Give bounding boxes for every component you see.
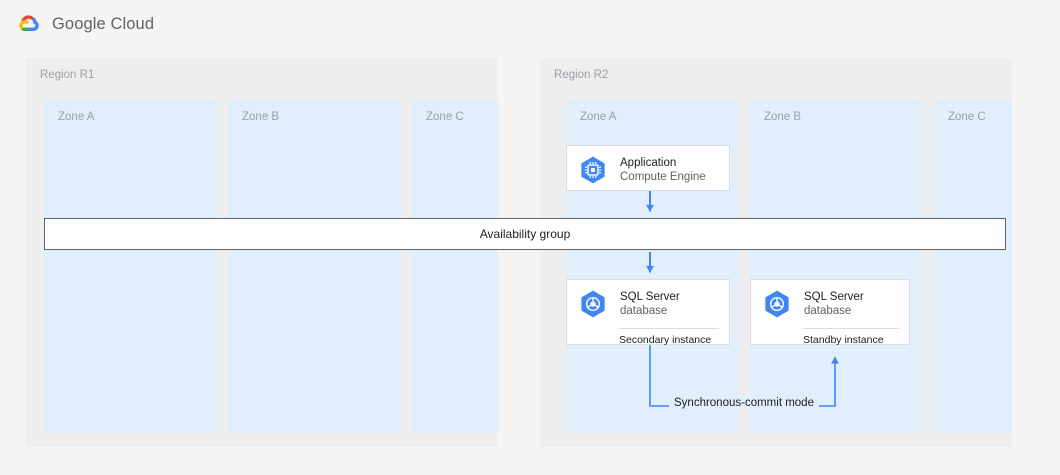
node-secondary-db-subtitle: database [620,305,668,317]
node-standby-db[interactable]: SQL Server database Standby instance [750,279,910,346]
node-standby-db-texts: SQL Server database [804,290,864,318]
node-standby-db-row: SQL Server database [751,280,909,328]
region-r1-label: Region R1 [40,69,95,81]
node-application-title: Application [620,157,677,169]
node-secondary-db-title: SQL Server [620,291,680,303]
node-application-subtitle: Compute Engine [620,171,706,183]
region-r2-zone-c-label: Zone C [948,111,986,123]
node-standby-db-subtitle: database [804,305,852,317]
node-secondary-db-texts: SQL Server database [620,290,680,318]
region-r2-zone-b-label: Zone B [764,111,802,123]
region-r1-zone-c: Zone C [412,100,498,433]
node-application-row: Application Compute Engine [567,146,729,194]
region-r2-zone-c: Zone C [934,100,1012,433]
connector-label-synchronous-commit-mode: Synchronous-commit mode [669,397,819,409]
region-r1-zone-b: Zone B [228,100,400,433]
region-r1-zone-a-label: Zone A [58,111,95,123]
node-standby-db-title: SQL Server [804,291,864,303]
availability-group-bar: Availability group [44,218,1006,250]
region-r2-label: Region R2 [554,69,609,81]
region-r2-zone-b: Zone B [750,100,922,433]
brand: Google Cloud [16,11,154,37]
node-standby-db-footer: Standby instance [803,328,899,352]
node-secondary-db-footer: Secondary instance [619,328,719,352]
google-cloud-logo-icon [19,15,39,32]
sql-server-icon [581,290,605,318]
region-r1-zone-b-label: Zone B [242,111,280,123]
page-header: Google Cloud [0,0,1060,48]
availability-group-label: Availability group [479,227,571,241]
compute-engine-icon [581,156,605,184]
region-r1-zone-a: Zone A [44,100,216,433]
region-r2-zone-a-label: Zone A [580,111,617,123]
node-secondary-db[interactable]: SQL Server database Secondary instance [566,279,730,346]
region-r1-zone-c-label: Zone C [426,111,464,123]
brand-name: Google Cloud [52,14,155,33]
node-application[interactable]: Application Compute Engine [566,145,730,191]
node-application-texts: Application Compute Engine [620,156,706,184]
sql-server-icon [765,290,789,318]
node-secondary-db-row: SQL Server database [567,280,729,328]
